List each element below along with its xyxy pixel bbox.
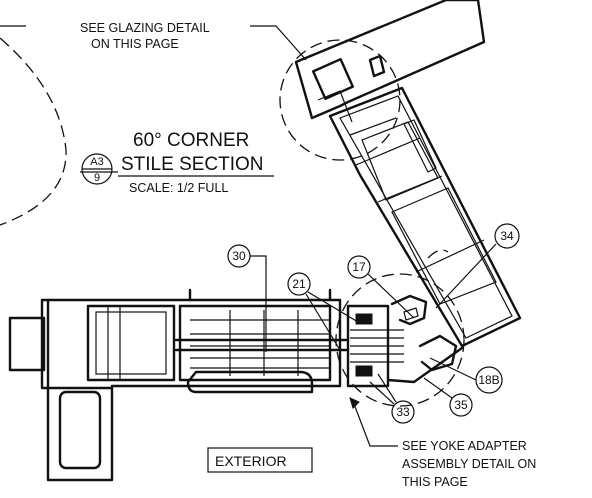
yoke-note-line1: SEE YOKE ADAPTER (402, 439, 527, 453)
exterior-label: EXTERIOR (215, 453, 287, 469)
boundary-curve-left (0, 37, 67, 226)
callout-17: 17 (347, 255, 415, 319)
callout-34: 34 (435, 223, 520, 309)
svg-text:34: 34 (500, 229, 514, 243)
yoke-leader (353, 403, 398, 447)
svg-text:30: 30 (232, 249, 246, 263)
yoke-note-line2: ASSEMBLY DETAIL ON (402, 457, 536, 471)
svg-text:35: 35 (454, 398, 468, 412)
exterior-label-box (207, 447, 313, 473)
svg-text:21: 21 (292, 277, 306, 291)
callout-33: 33 (369, 373, 415, 424)
glazing-detail-circle (279, 39, 401, 161)
callout-18b: 18B (429, 357, 503, 394)
title-line1: 60° CORNER (133, 130, 249, 151)
horizontal-stile (8, 288, 348, 482)
swing-arc (427, 249, 449, 259)
callout-35: 35 (423, 377, 473, 417)
title-scale: SCALE: 1/2 FULL (129, 181, 228, 195)
yoke-note-line3: THIS PAGE (402, 475, 468, 489)
section-title-block: 60° CORNER STILE SECTION SCALE: 1/2 FULL… (80, 130, 274, 195)
callout-30: 30 (227, 244, 267, 352)
glazing-leader-right (250, 25, 307, 61)
svg-text:17: 17 (352, 260, 366, 274)
section-ref-sheet: A3 (90, 156, 103, 168)
svg-text:18B: 18B (478, 373, 499, 387)
section-ref-detail: 9 (94, 172, 100, 184)
title-line2: STILE SECTION (121, 154, 264, 175)
glazing-note-line1: SEE GLAZING DETAIL (80, 21, 210, 35)
svg-text:33: 33 (396, 405, 410, 419)
callout-21: 21 (287, 272, 359, 351)
angled-mullion (294, 0, 522, 348)
yoke-adapter (346, 294, 464, 388)
glazing-note-line2: ON THIS PAGE (91, 37, 179, 51)
